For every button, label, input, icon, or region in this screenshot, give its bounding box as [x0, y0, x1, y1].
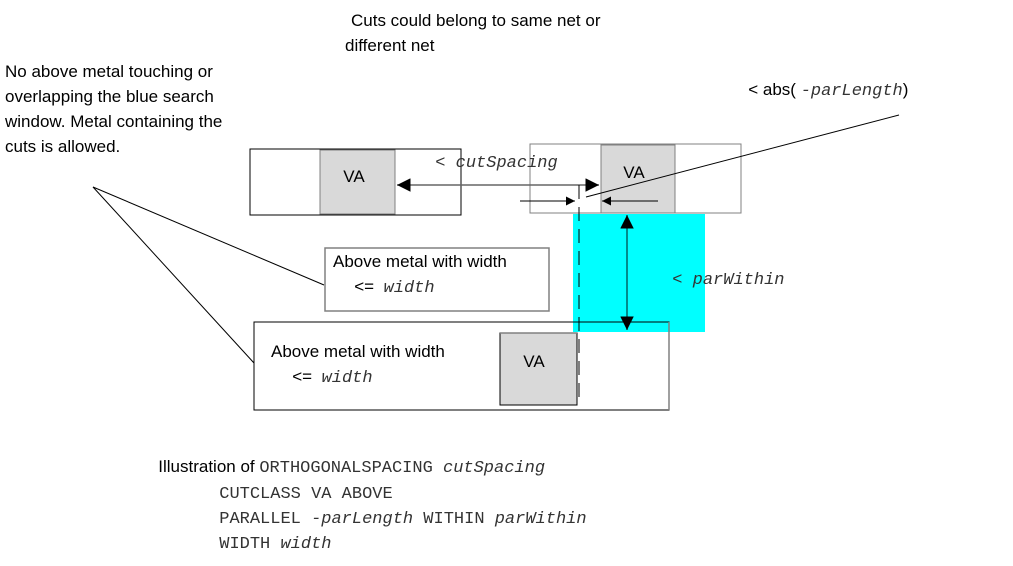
caption-line2: CUTCLASS VA ABOVE [198, 483, 405, 504]
search-window [573, 214, 705, 332]
caption-line4: WIDTH width [198, 533, 344, 554]
par-length-label: < abs( -parLength) [727, 80, 921, 101]
large-metal-line2: <= width [271, 367, 385, 388]
small-metal-line1: Above metal with width [333, 252, 507, 271]
callout-line-small-metal [92, 186, 325, 286]
cuts-same-net-note: Cuts could belong to same net or differe… [0, 0, 624, 55]
caption-line3: PARALLEL -parLength WITHIN parWithin [198, 508, 599, 529]
callout-line-large-metal [92, 186, 255, 364]
par-length-callout-line [585, 114, 900, 198]
large-metal-line1: Above metal with width [271, 342, 445, 361]
bottom-cut [499, 332, 578, 406]
large-above-metal [253, 321, 670, 411]
small-above-metal [324, 247, 550, 312]
cut-spacing-label: < cutSpacing [414, 152, 570, 173]
right-cut [600, 144, 676, 214]
caption-line1: Illustration of ORTHOGONALSPACING cutSpa… [137, 457, 558, 478]
right-cut-label: VA [623, 163, 645, 182]
small-metal-line2: <= width [333, 277, 447, 298]
no-above-metal-note: No above metal touching or overlapping t… [0, 0, 246, 156]
left-cut-label: VA [343, 167, 365, 186]
left-cut [319, 149, 396, 215]
par-within-label: < parWithin [651, 269, 797, 290]
bottom-cut-label: VA [523, 352, 545, 371]
